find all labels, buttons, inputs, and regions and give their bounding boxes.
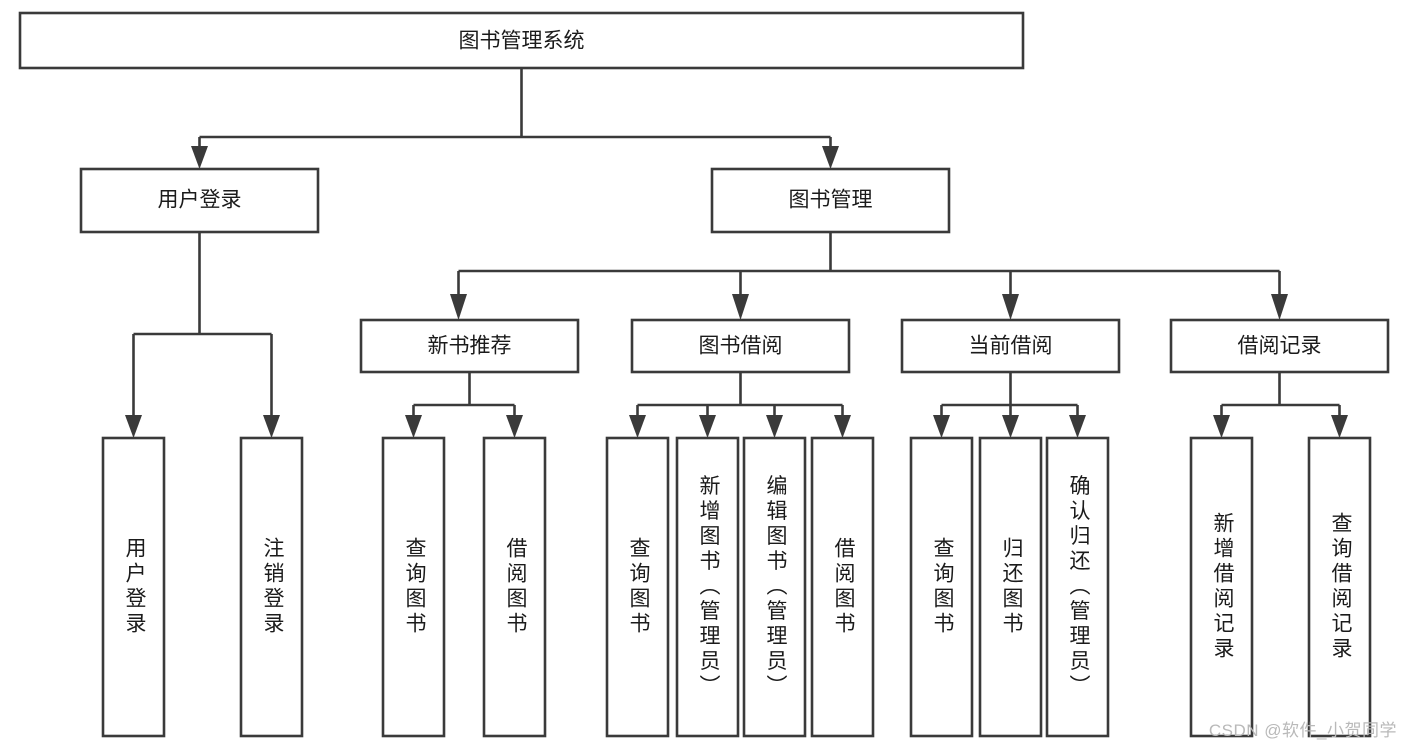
node-book-manage-label: 图书管理 <box>789 189 873 212</box>
node-leaf-confirm-return[interactable]: 确认归还（管理员） <box>1045 436 1110 738</box>
node-book-borrow[interactable]: 图书借阅 <box>630 318 851 374</box>
node-leaf-query-book-3[interactable]: 查询图书 <box>909 436 974 738</box>
node-leaf-logout[interactable]: 注销登录 <box>239 436 304 738</box>
arrow-head-leaf-query-book-3 <box>933 415 950 438</box>
node-book-manage-box[interactable] <box>710 167 951 234</box>
node-leaf-query-book-3-label: 查询图书 <box>931 537 955 637</box>
node-current-borrow-box[interactable] <box>900 318 1121 374</box>
node-current-borrow-label: 当前借阅 <box>969 335 1053 358</box>
node-leaf-borrow-book-2-label: 借阅图书 <box>832 537 856 637</box>
node-current-borrow[interactable]: 当前借阅 <box>900 318 1121 374</box>
node-new-book-recommend-box[interactable] <box>359 318 580 374</box>
arrow-head-leaf-add-book <box>699 415 716 438</box>
node-leaf-add-record-label: 新增借阅记录 <box>1211 512 1235 662</box>
node-book-borrow-label: 图书借阅 <box>699 335 783 358</box>
node-leaf-query-book-2-label: 查询图书 <box>627 537 651 637</box>
arrow-head-book-borrow <box>732 294 749 320</box>
node-root-box[interactable] <box>18 11 1025 70</box>
node-leaf-add-book-label: 新增图书（管理员） <box>697 475 721 700</box>
arrow-head-leaf-borrow-book-1 <box>506 415 523 438</box>
arrow-head-book-manage <box>822 146 839 169</box>
node-borrow-record-label: 借阅记录 <box>1238 335 1322 358</box>
node-leaf-edit-book[interactable]: 编辑图书（管理员） <box>742 436 807 738</box>
node-leaf-borrow-book-1[interactable]: 借阅图书 <box>482 436 547 738</box>
arrow-head-leaf-return-book <box>1002 415 1019 438</box>
node-leaf-user-login-label: 用户登录 <box>123 537 147 637</box>
node-leaf-logout-box[interactable] <box>239 436 304 738</box>
connector-layer <box>125 68 1348 438</box>
node-leaf-user-login[interactable]: 用户登录 <box>101 436 166 738</box>
arrow-head-leaf-logout <box>263 415 280 438</box>
arrow-head-leaf-query-book-2 <box>629 415 646 438</box>
node-new-book-recommend-label: 新书推荐 <box>428 335 512 358</box>
node-user-login-label: 用户登录 <box>158 189 242 212</box>
node-borrow-record[interactable]: 借阅记录 <box>1169 318 1390 374</box>
node-leaf-query-record-label: 查询借阅记录 <box>1329 512 1353 662</box>
node-book-manage[interactable]: 图书管理 <box>710 167 951 234</box>
node-leaf-borrow-book-2-box[interactable] <box>810 436 875 738</box>
node-borrow-record-box[interactable] <box>1169 318 1390 374</box>
arrow-head-leaf-query-record <box>1331 415 1348 438</box>
node-leaf-query-book-1-label: 查询图书 <box>403 537 427 637</box>
node-leaf-edit-book-label: 编辑图书（管理员） <box>764 475 788 700</box>
arrow-head-current-borrow <box>1002 294 1019 320</box>
node-root[interactable]: 图书管理系统 <box>18 11 1025 70</box>
arrow-head-borrow-record <box>1271 294 1288 320</box>
node-new-book-recommend[interactable]: 新书推荐 <box>359 318 580 374</box>
node-user-login-box[interactable] <box>79 167 320 234</box>
node-leaf-query-book-1[interactable]: 查询图书 <box>381 436 446 738</box>
node-leaf-add-record[interactable]: 新增借阅记录 <box>1189 436 1254 738</box>
node-book-borrow-box[interactable] <box>630 318 851 374</box>
node-leaf-edit-book-box[interactable] <box>742 436 807 738</box>
arrow-head-leaf-edit-book <box>766 415 783 438</box>
node-leaf-return-book[interactable]: 归还图书 <box>978 436 1043 738</box>
arrow-head-new-book-recommend <box>450 294 467 320</box>
arrow-head-leaf-add-record <box>1213 415 1230 438</box>
watermark: CSDN @软件_小贺同学 <box>1208 721 1397 740</box>
node-leaf-add-book[interactable]: 新增图书（管理员） <box>675 436 740 738</box>
arrow-head-leaf-confirm-return <box>1069 415 1086 438</box>
node-leaf-add-record-box[interactable] <box>1189 436 1254 738</box>
node-leaf-borrow-book-1-box[interactable] <box>482 436 547 738</box>
node-leaf-query-book-2[interactable]: 查询图书 <box>605 436 670 738</box>
node-leaf-query-book-1-box[interactable] <box>381 436 446 738</box>
arrow-head-leaf-query-book-1 <box>405 415 422 438</box>
node-leaf-query-book-3-box[interactable] <box>909 436 974 738</box>
arrow-head-leaf-user-login <box>125 415 142 438</box>
node-leaf-borrow-book-1-label: 借阅图书 <box>504 537 528 637</box>
node-leaf-query-record-box[interactable] <box>1307 436 1372 738</box>
node-leaf-confirm-return-box[interactable] <box>1045 436 1110 738</box>
node-leaf-return-book-label: 归还图书 <box>1000 537 1024 637</box>
arrow-head-user-login <box>191 146 208 169</box>
node-leaf-query-book-2-box[interactable] <box>605 436 670 738</box>
node-leaf-query-record[interactable]: 查询借阅记录 <box>1307 436 1372 738</box>
node-user-login[interactable]: 用户登录 <box>79 167 320 234</box>
node-leaf-logout-label: 注销登录 <box>261 537 285 637</box>
arrow-head-leaf-borrow-book-2 <box>834 415 851 438</box>
node-root-label: 图书管理系统 <box>459 30 585 53</box>
node-leaf-return-book-box[interactable] <box>978 436 1043 738</box>
node-leaf-user-login-box[interactable] <box>101 436 166 738</box>
node-leaf-add-book-box[interactable] <box>675 436 740 738</box>
node-leaf-confirm-return-label: 确认归还（管理员） <box>1067 475 1091 700</box>
node-leaf-borrow-book-2[interactable]: 借阅图书 <box>810 436 875 738</box>
